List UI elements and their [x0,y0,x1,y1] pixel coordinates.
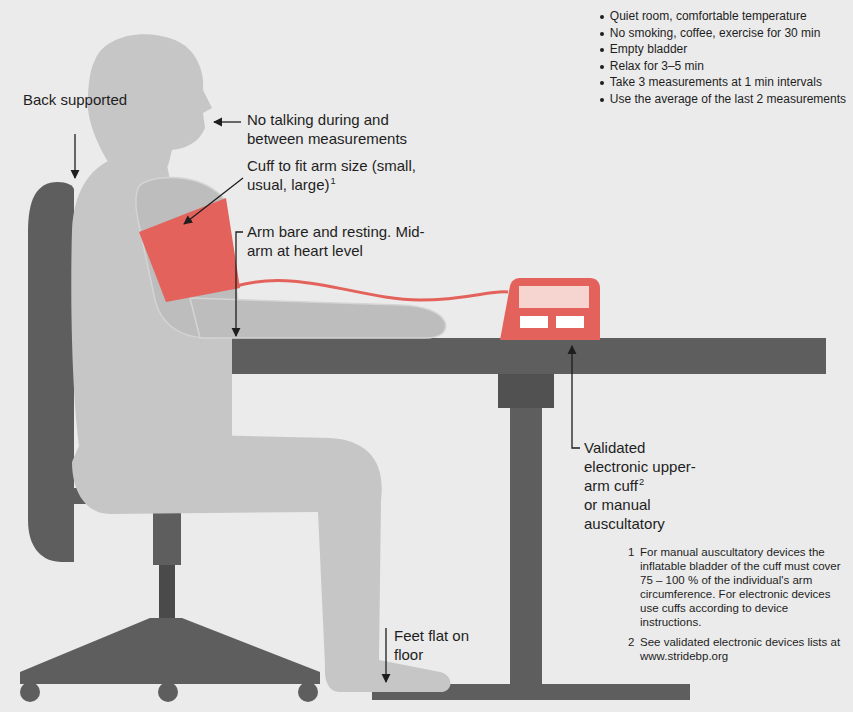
footnote-number: 2 [628,636,634,648]
callout-label: No talking during and between measuremen… [247,111,407,147]
label-block: Back supported [18,90,132,109]
footnote-number: 1 [628,546,634,558]
person [71,34,450,692]
label-block: Validated electronic upper-arm cuff2or m… [584,438,702,533]
label-block: Cuff to fit arm size (small, usual, larg… [247,156,417,194]
instruction-text: Use the average of the last 2 measuremen… [610,92,846,106]
footnote-text: See validated electronic devices lists a… [640,636,840,662]
monitor-button [556,316,584,328]
label-block: For manual auscultatory devices the infl… [640,545,842,629]
footnote-text: For manual auscultatory devices the infl… [640,546,841,628]
bullet-dot [600,48,604,52]
chair-piston [159,565,175,620]
instruction-list: Quiet room, comfortable temperature No sm… [598,8,846,107]
legs [72,432,451,692]
bp-monitor [500,278,600,340]
instruction-row: Quiet room, comfortable temperature [598,8,846,25]
instruction-row: Relax for 3–5 min [598,58,846,75]
leader-line [385,628,386,682]
instruction-row: Take 3 measurements at 1 min intervals [598,74,846,91]
instruction-text: Relax for 3–5 min [610,59,704,73]
label-block: 2 [628,635,634,649]
label-block: Feet flat on floor [394,626,480,664]
label-block: No talking during and between measuremen… [247,110,427,148]
footnote-ref: 2 [639,477,644,487]
callout-label: or manual auscultatory [584,495,702,533]
chair-column [153,505,181,565]
callout-label: Cuff to fit arm size (small, usual, larg… [247,157,416,193]
instruction-row: No smoking, coffee, exercise for 30 min [598,25,846,42]
footnote-ref: 1 [331,176,336,186]
chair-backrest [28,182,74,562]
chair-wheel [20,682,40,702]
bullet-dot [600,32,604,36]
leader-line [236,232,243,336]
chair-wheel [298,682,318,702]
callout-label: Arm bare and resting. Mid-arm at heart l… [247,223,425,259]
table-top [218,338,826,374]
instruction-text: No smoking, coffee, exercise for 30 min [610,26,821,40]
leader-line [184,178,243,224]
instruction-row: Use the average of the last 2 measuremen… [598,91,846,108]
instruction-row: Empty bladder [598,41,846,58]
chair-wheel [158,682,178,702]
cuff-tube [236,281,508,300]
callout-label: Back supported [23,91,127,108]
label-block: 1 [628,545,634,559]
forearm [190,298,446,338]
bullet-dot [600,15,604,19]
table-column-upper [498,374,554,408]
bullet-dot [600,65,604,69]
bullet-dot [600,98,604,102]
chair-base [20,618,320,684]
instruction-text: Take 3 measurements at 1 min intervals [610,75,822,89]
callout-label: Feet flat on floor [394,627,469,663]
leader-line [74,134,75,178]
instruction-text: Empty bladder [610,42,687,56]
monitor-body [500,278,600,340]
bullet-dot [600,81,604,85]
monitor-button [520,316,548,328]
leader-line [214,121,241,122]
instruction-text: Quiet room, comfortable temperature [610,9,807,23]
leader-line [572,346,580,448]
leader-lines [75,122,580,682]
monitor-screen [519,286,589,308]
cuff [139,198,240,302]
label-block: Arm bare and resting. Mid-arm at heart l… [247,222,425,260]
table-column [510,408,542,686]
label-block: See validated electronic devices lists a… [640,635,842,663]
